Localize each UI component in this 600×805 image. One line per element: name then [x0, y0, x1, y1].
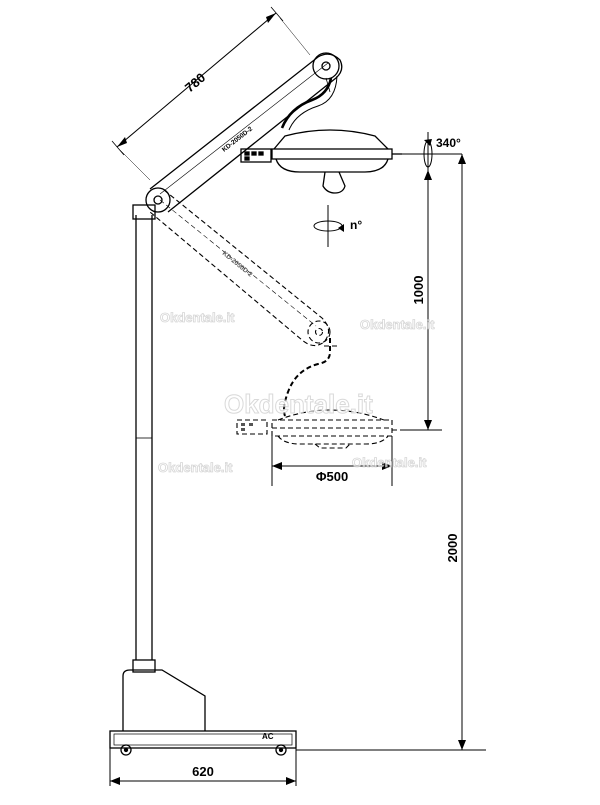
dimension-arm-length [111, 6, 311, 181]
column-collar [132, 659, 156, 673]
base-housing [122, 669, 206, 731]
upper-arm [145, 52, 343, 213]
caster-right [275, 744, 287, 756]
arm-model-label-lower: KD-2050D-2 [221, 250, 254, 279]
dimension-base-width [109, 748, 297, 786]
dimension-height-range [402, 170, 442, 431]
elbow-joint-lower [307, 320, 331, 344]
rotation-indicator-arm [402, 132, 462, 170]
rotation-arm-label: 340° [436, 136, 461, 150]
base-plate [109, 730, 297, 749]
dimension-height-range-label: 1000 [411, 276, 426, 305]
dimension-head-diameter-label: Φ500 [316, 469, 348, 484]
elbow-joint-upper [312, 52, 340, 80]
column [132, 204, 156, 660]
rotation-indicator-head [313, 205, 344, 247]
watermark-upper-left: Okdentale.it [160, 310, 235, 325]
lamp-head-lower [236, 409, 402, 449]
control-panel-upper [240, 148, 272, 163]
dimension-total-height [296, 154, 486, 751]
caster-left [120, 744, 132, 756]
dimension-head-diameter [271, 436, 393, 486]
watermark-center: Okdentale.it [224, 389, 373, 419]
control-panel-lower [236, 419, 268, 435]
watermark-lower-left: Okdentale.it [158, 460, 233, 475]
base-label: AC [262, 732, 274, 741]
dimension-total-height-label: 2000 [445, 534, 460, 563]
base-plate-inner [113, 733, 293, 746]
shoulder-joint [145, 187, 171, 213]
rotation-head-label: n° [350, 218, 362, 232]
watermark-upper-right: Okdentale.it [360, 317, 435, 332]
dimension-base-width-label: 620 [192, 764, 214, 779]
mobile-base [109, 659, 297, 756]
lower-arm-dashed [149, 189, 338, 417]
watermark-lower-right: Okdentale.it [352, 455, 427, 470]
lamp-head-upper [240, 129, 402, 194]
